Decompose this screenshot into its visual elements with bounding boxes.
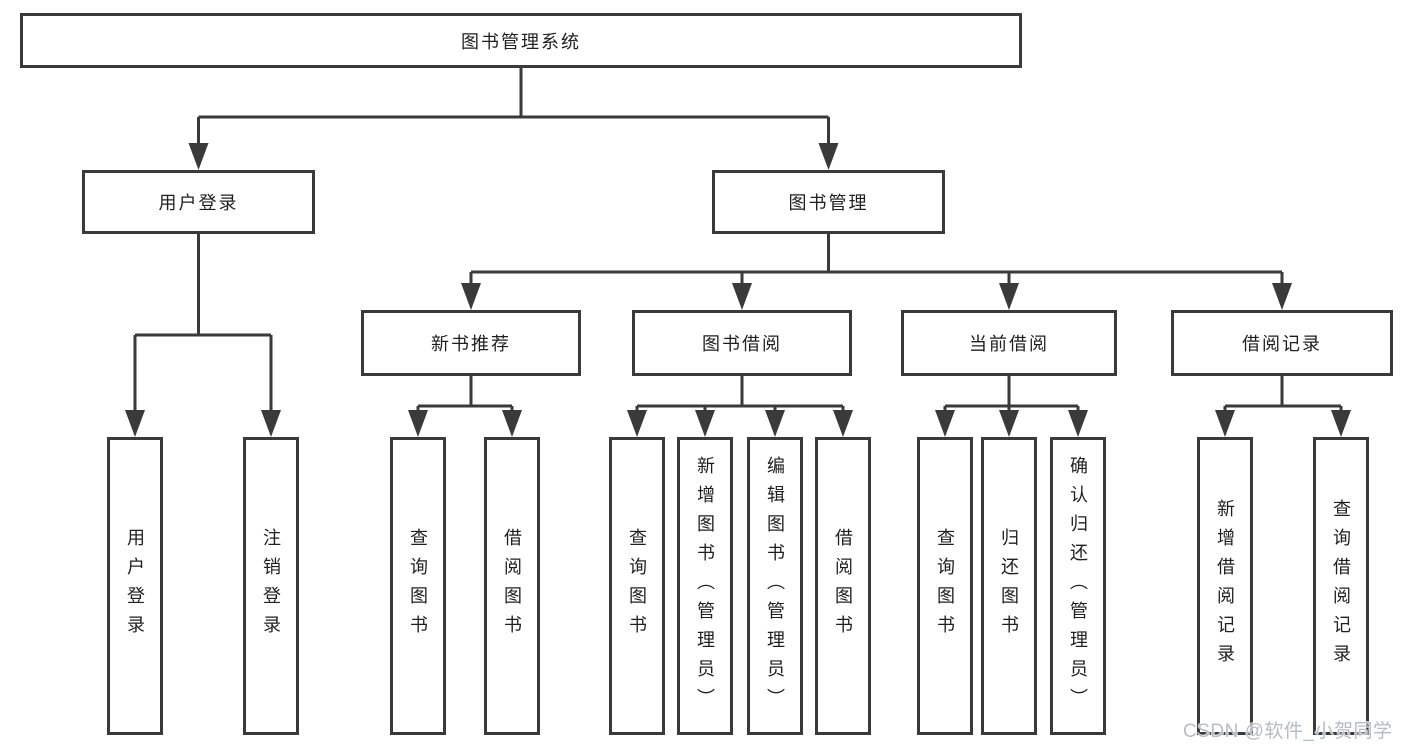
arrowhead (1215, 410, 1235, 437)
leaf-records-query-borrow-record: 查询借阅记录 (1313, 437, 1369, 735)
connector-new-book-recommend-branch (408, 376, 522, 437)
csdn-watermark: CSDN @软件_小贺同学 (1183, 721, 1393, 742)
leaf-borrow-edit-books-admin: 编辑图书（管理员） (747, 437, 803, 735)
arrowhead (188, 143, 209, 170)
leaf-borrow-query-books: 查询图书 (609, 437, 665, 735)
arrowhead (935, 410, 955, 437)
node-borrow-records: 借阅记录 (1171, 310, 1393, 376)
leaf-current-query-books: 查询图书 (917, 437, 973, 735)
arrowhead (732, 283, 752, 310)
node-current-borrow: 当前借阅 (901, 310, 1117, 376)
node-label: 确认归还（管理员） (1068, 455, 1088, 717)
leaf-current-return-books: 归还图书 (981, 437, 1037, 735)
leaf-logout-login: 注销登录 (243, 437, 299, 735)
node-label: 编辑图书（管理员） (765, 455, 785, 717)
node-root: 图书管理系统 (20, 13, 1022, 68)
arrowhead (999, 283, 1019, 310)
arrowhead (461, 283, 481, 310)
leaf-borrow-borrow-books: 借阅图书 (815, 437, 871, 735)
leaf-newbooks-borrow-books: 借阅图书 (484, 437, 540, 735)
arrowhead (1068, 410, 1088, 437)
arrowhead (765, 410, 785, 437)
connector-current-borrow-branch (935, 376, 1088, 437)
connector-borrow-records-branch (1215, 376, 1351, 437)
arrowhead (502, 410, 522, 437)
arrowhead (818, 143, 839, 170)
leaf-newbooks-query-books: 查询图书 (390, 437, 446, 735)
node-new-book-recommend: 新书推荐 (361, 310, 581, 376)
leaf-borrow-add-books-admin: 新增图书（管理员） (677, 437, 733, 735)
node-label: 归还图书 (999, 528, 1019, 644)
leaf-current-confirm-return-admin: 确认归还（管理员） (1050, 437, 1106, 735)
connector-root-to-level1 (188, 68, 839, 170)
arrowhead (833, 410, 853, 437)
arrowhead (1331, 410, 1351, 437)
connector-book-borrow-branch (627, 376, 853, 437)
node-label: 用户登录 (125, 528, 145, 644)
node-book-borrow: 图书借阅 (632, 310, 852, 376)
node-book-management: 图书管理 (712, 170, 945, 234)
node-label: 新增图书（管理员） (695, 455, 715, 717)
arrowhead (125, 410, 145, 437)
arrowhead (695, 410, 715, 437)
node-label: 借阅图书 (502, 528, 522, 644)
connector-user-login-branch (125, 234, 281, 437)
node-label: 新增借阅记录 (1215, 499, 1235, 673)
arrowhead (1272, 283, 1292, 310)
leaf-user-login: 用户登录 (107, 437, 163, 735)
arrowhead (408, 410, 428, 437)
node-label: 查询图书 (627, 528, 647, 644)
arrowhead (999, 410, 1019, 437)
node-label: 查询图书 (408, 528, 428, 644)
arrowhead (261, 410, 281, 437)
node-user-login: 用户登录 (82, 170, 315, 234)
leaf-records-add-borrow-record: 新增借阅记录 (1197, 437, 1253, 735)
node-label: 查询图书 (935, 528, 955, 644)
node-label: 借阅图书 (833, 528, 853, 644)
node-label: 注销登录 (261, 528, 281, 644)
node-label: 查询借阅记录 (1331, 499, 1351, 673)
arrowhead (627, 410, 647, 437)
connector-book-management-branch (461, 234, 1292, 310)
